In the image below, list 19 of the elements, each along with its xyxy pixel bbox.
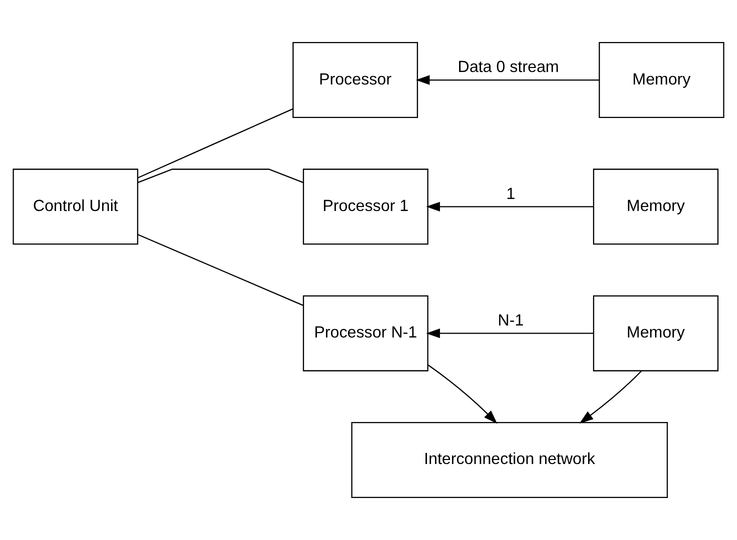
edge-label: Data 0 stream (458, 58, 559, 76)
node-box: Processor 1 (302, 168, 428, 245)
node-box: Memory (593, 295, 719, 372)
node-box: Memory (593, 168, 719, 245)
edge-label: 1 (506, 184, 516, 203)
arrow (426, 328, 594, 338)
connector (138, 168, 304, 184)
edge-label: N-1 (498, 311, 524, 330)
node-box: Interconnection network (351, 422, 668, 498)
arrow (426, 202, 594, 212)
connector (138, 108, 294, 178)
node-box: Memory (598, 42, 724, 118)
arrow (416, 75, 600, 85)
node-box: Control Unit (12, 168, 138, 245)
arrow (579, 370, 642, 424)
arrow (428, 364, 498, 424)
node-box: Processor (292, 42, 418, 118)
node-box: Processor N-1 (302, 295, 428, 372)
connector (138, 234, 304, 306)
